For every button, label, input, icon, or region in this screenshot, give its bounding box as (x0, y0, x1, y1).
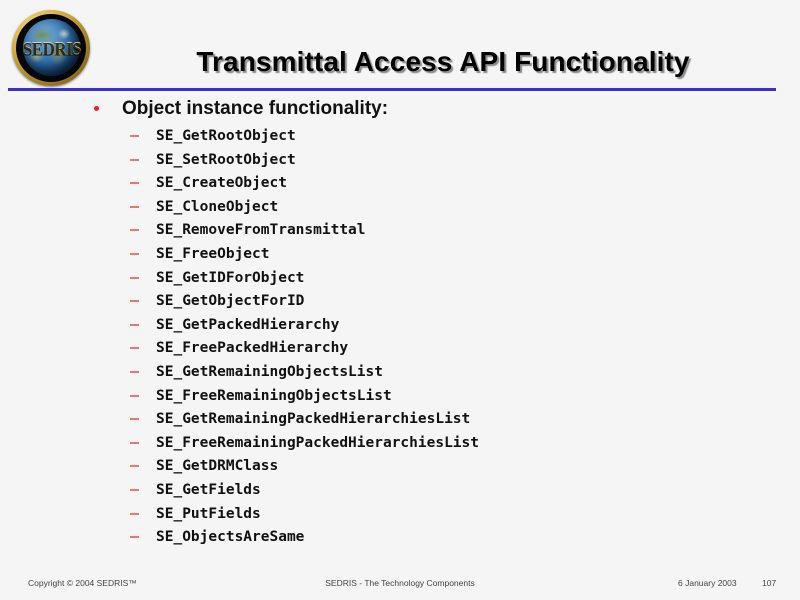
function-name: SE_GetRootObject (156, 128, 296, 144)
list-item: SE_FreeObject (0, 244, 800, 268)
footer-center-text: SEDRIS - The Technology Components (325, 578, 475, 588)
bullet-dot-icon (94, 106, 99, 111)
function-name: SE_GetIDForObject (156, 269, 305, 286)
list-item: SE_SetRootObject (0, 150, 800, 174)
function-name: SE_PutFields (156, 505, 261, 522)
title-divider (8, 88, 776, 91)
list-item: SE_GetDRMClass (0, 456, 800, 480)
bullet-heading: Object instance functionality: (0, 96, 800, 126)
list-item: SE_GetIDForObject (0, 268, 800, 292)
list-item: SE_FreeRemainingObjectsList (0, 386, 800, 410)
list-item: SE_FreeRemainingPackedHierarchiesList (0, 433, 800, 457)
function-name: SE_GetPackedHierarchy (156, 316, 340, 333)
function-name: SE_RemoveFromTransmittal (156, 222, 366, 239)
dash-bullet-icon (130, 418, 139, 421)
dash-bullet-icon (130, 323, 139, 326)
dash-bullet-icon (130, 276, 139, 279)
footer-date: 6 January 2003 (678, 578, 737, 588)
bullet-heading-label: Object instance functionality: (122, 98, 389, 119)
footer-copyright: Copyright © 2004 SEDRIS™ (28, 578, 137, 588)
function-name: SE_GetFields (156, 481, 261, 498)
list-item: SE_ObjectsAreSame (0, 527, 800, 551)
dash-bullet-icon (130, 182, 139, 185)
dash-bullet-icon (130, 205, 139, 208)
list-item: SE_PutFields (0, 504, 800, 528)
dash-bullet-icon (130, 394, 139, 397)
dash-bullet-icon (130, 370, 139, 373)
slide-footer: Copyright © 2004 SEDRIS™ SEDRIS - The Te… (0, 578, 800, 592)
dash-bullet-icon (130, 158, 139, 161)
logo-disc (16, 14, 86, 82)
list-item: SE_FreePackedHierarchy (0, 338, 800, 362)
list-item: SE_GetRemainingObjectsList (0, 362, 800, 386)
function-name: SE_CreateObject (156, 175, 287, 192)
dash-bullet-icon (130, 252, 139, 255)
list-item: SE_GetRemainingPackedHierarchiesList (0, 409, 800, 433)
dash-bullet-icon (130, 465, 139, 468)
function-name: SE_FreePackedHierarchy (156, 340, 349, 357)
dash-bullet-icon (130, 488, 139, 491)
dash-bullet-icon (130, 300, 139, 303)
dash-bullet-icon (130, 229, 139, 232)
function-name: SE_GetRemainingPackedHierarchiesList (156, 411, 471, 428)
globe-icon (23, 19, 80, 76)
page-title: Transmittal Access API Functionality (196, 46, 690, 77)
function-name: SE_GetObjectForID (156, 293, 305, 310)
function-name: SE_FreeRemainingObjectsList (156, 387, 392, 404)
list-item: SE_GetPackedHierarchy (0, 315, 800, 339)
function-name: SE_SetRootObject (156, 151, 296, 168)
dash-bullet-icon (130, 512, 139, 515)
list-item: SE_CloneObject (0, 197, 800, 221)
list-item: SE_RemoveFromTransmittal (0, 220, 800, 244)
list-item: SE_GetRootObject (0, 126, 800, 150)
function-name: SE_CloneObject (156, 198, 279, 215)
slide-body: Object instance functionality: SE_GetRoo… (0, 96, 800, 551)
sedris-logo: SEDRIS (12, 10, 92, 88)
function-name: SE_FreeRemainingPackedHierarchiesList (156, 434, 480, 451)
function-name: SE_FreeObject (156, 245, 270, 262)
dash-bullet-icon (130, 536, 139, 539)
list-item: SE_CreateObject (0, 173, 800, 197)
function-name: SE_GetRemainingObjectsList (156, 363, 383, 380)
dash-bullet-icon (130, 441, 139, 444)
function-name: SE_GetDRMClass (156, 458, 279, 475)
list-item: SE_GetObjectForID (0, 291, 800, 315)
footer-page-number: 107 (762, 578, 777, 588)
logo-wordmark: SEDRIS (12, 38, 92, 60)
dash-bullet-icon (130, 135, 139, 137)
function-name: SE_ObjectsAreSame (156, 529, 305, 546)
dash-bullet-icon (130, 347, 139, 350)
list-item: SE_GetFields (0, 480, 800, 504)
